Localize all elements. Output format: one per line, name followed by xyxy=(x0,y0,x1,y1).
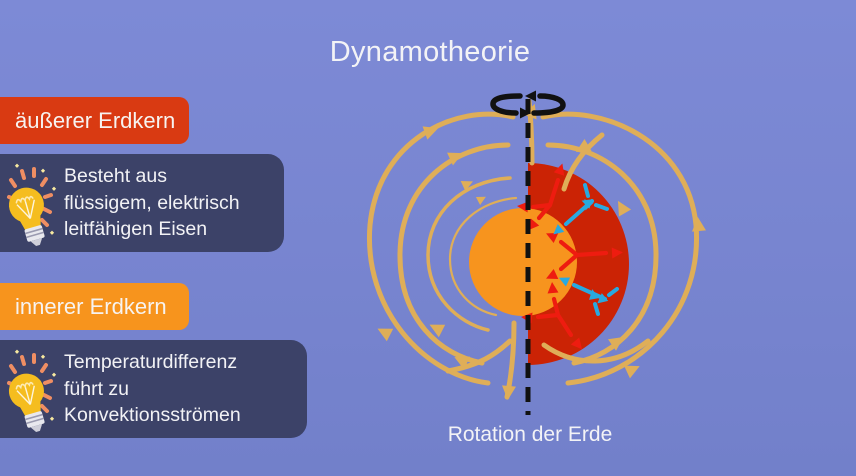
label-outer-core: äußerer Erdkern xyxy=(0,97,189,144)
note-outer-core-text: Besteht aus flüssigem, elektrisch leitfä… xyxy=(64,165,240,241)
axis-caption: Rotation der Erde xyxy=(447,423,613,446)
cold-convection-arrows xyxy=(553,183,619,316)
note-inner-core: Temperaturdifferenz führt zu Konvektions… xyxy=(0,340,307,438)
rotation-arrows-icon xyxy=(490,90,566,119)
note-inner-core-text: Temperaturdifferenz führt zu Konvektions… xyxy=(64,351,241,427)
dynamo-diagram xyxy=(366,90,706,415)
inner-core-circle xyxy=(469,208,577,316)
magnetic-field-lines xyxy=(366,98,700,400)
note-outer-core: Besteht aus flüssigem, elektrisch leitfä… xyxy=(0,154,284,252)
label-outer-core-text: äußerer Erdkern xyxy=(15,107,176,133)
label-inner-core-text: innerer Erdkern xyxy=(15,293,167,319)
page-title: Dynamotheorie xyxy=(329,36,531,68)
lightbulb-icon xyxy=(1,343,59,437)
lightbulb-icon xyxy=(1,157,59,251)
label-inner-core: innerer Erdkern xyxy=(0,283,189,330)
